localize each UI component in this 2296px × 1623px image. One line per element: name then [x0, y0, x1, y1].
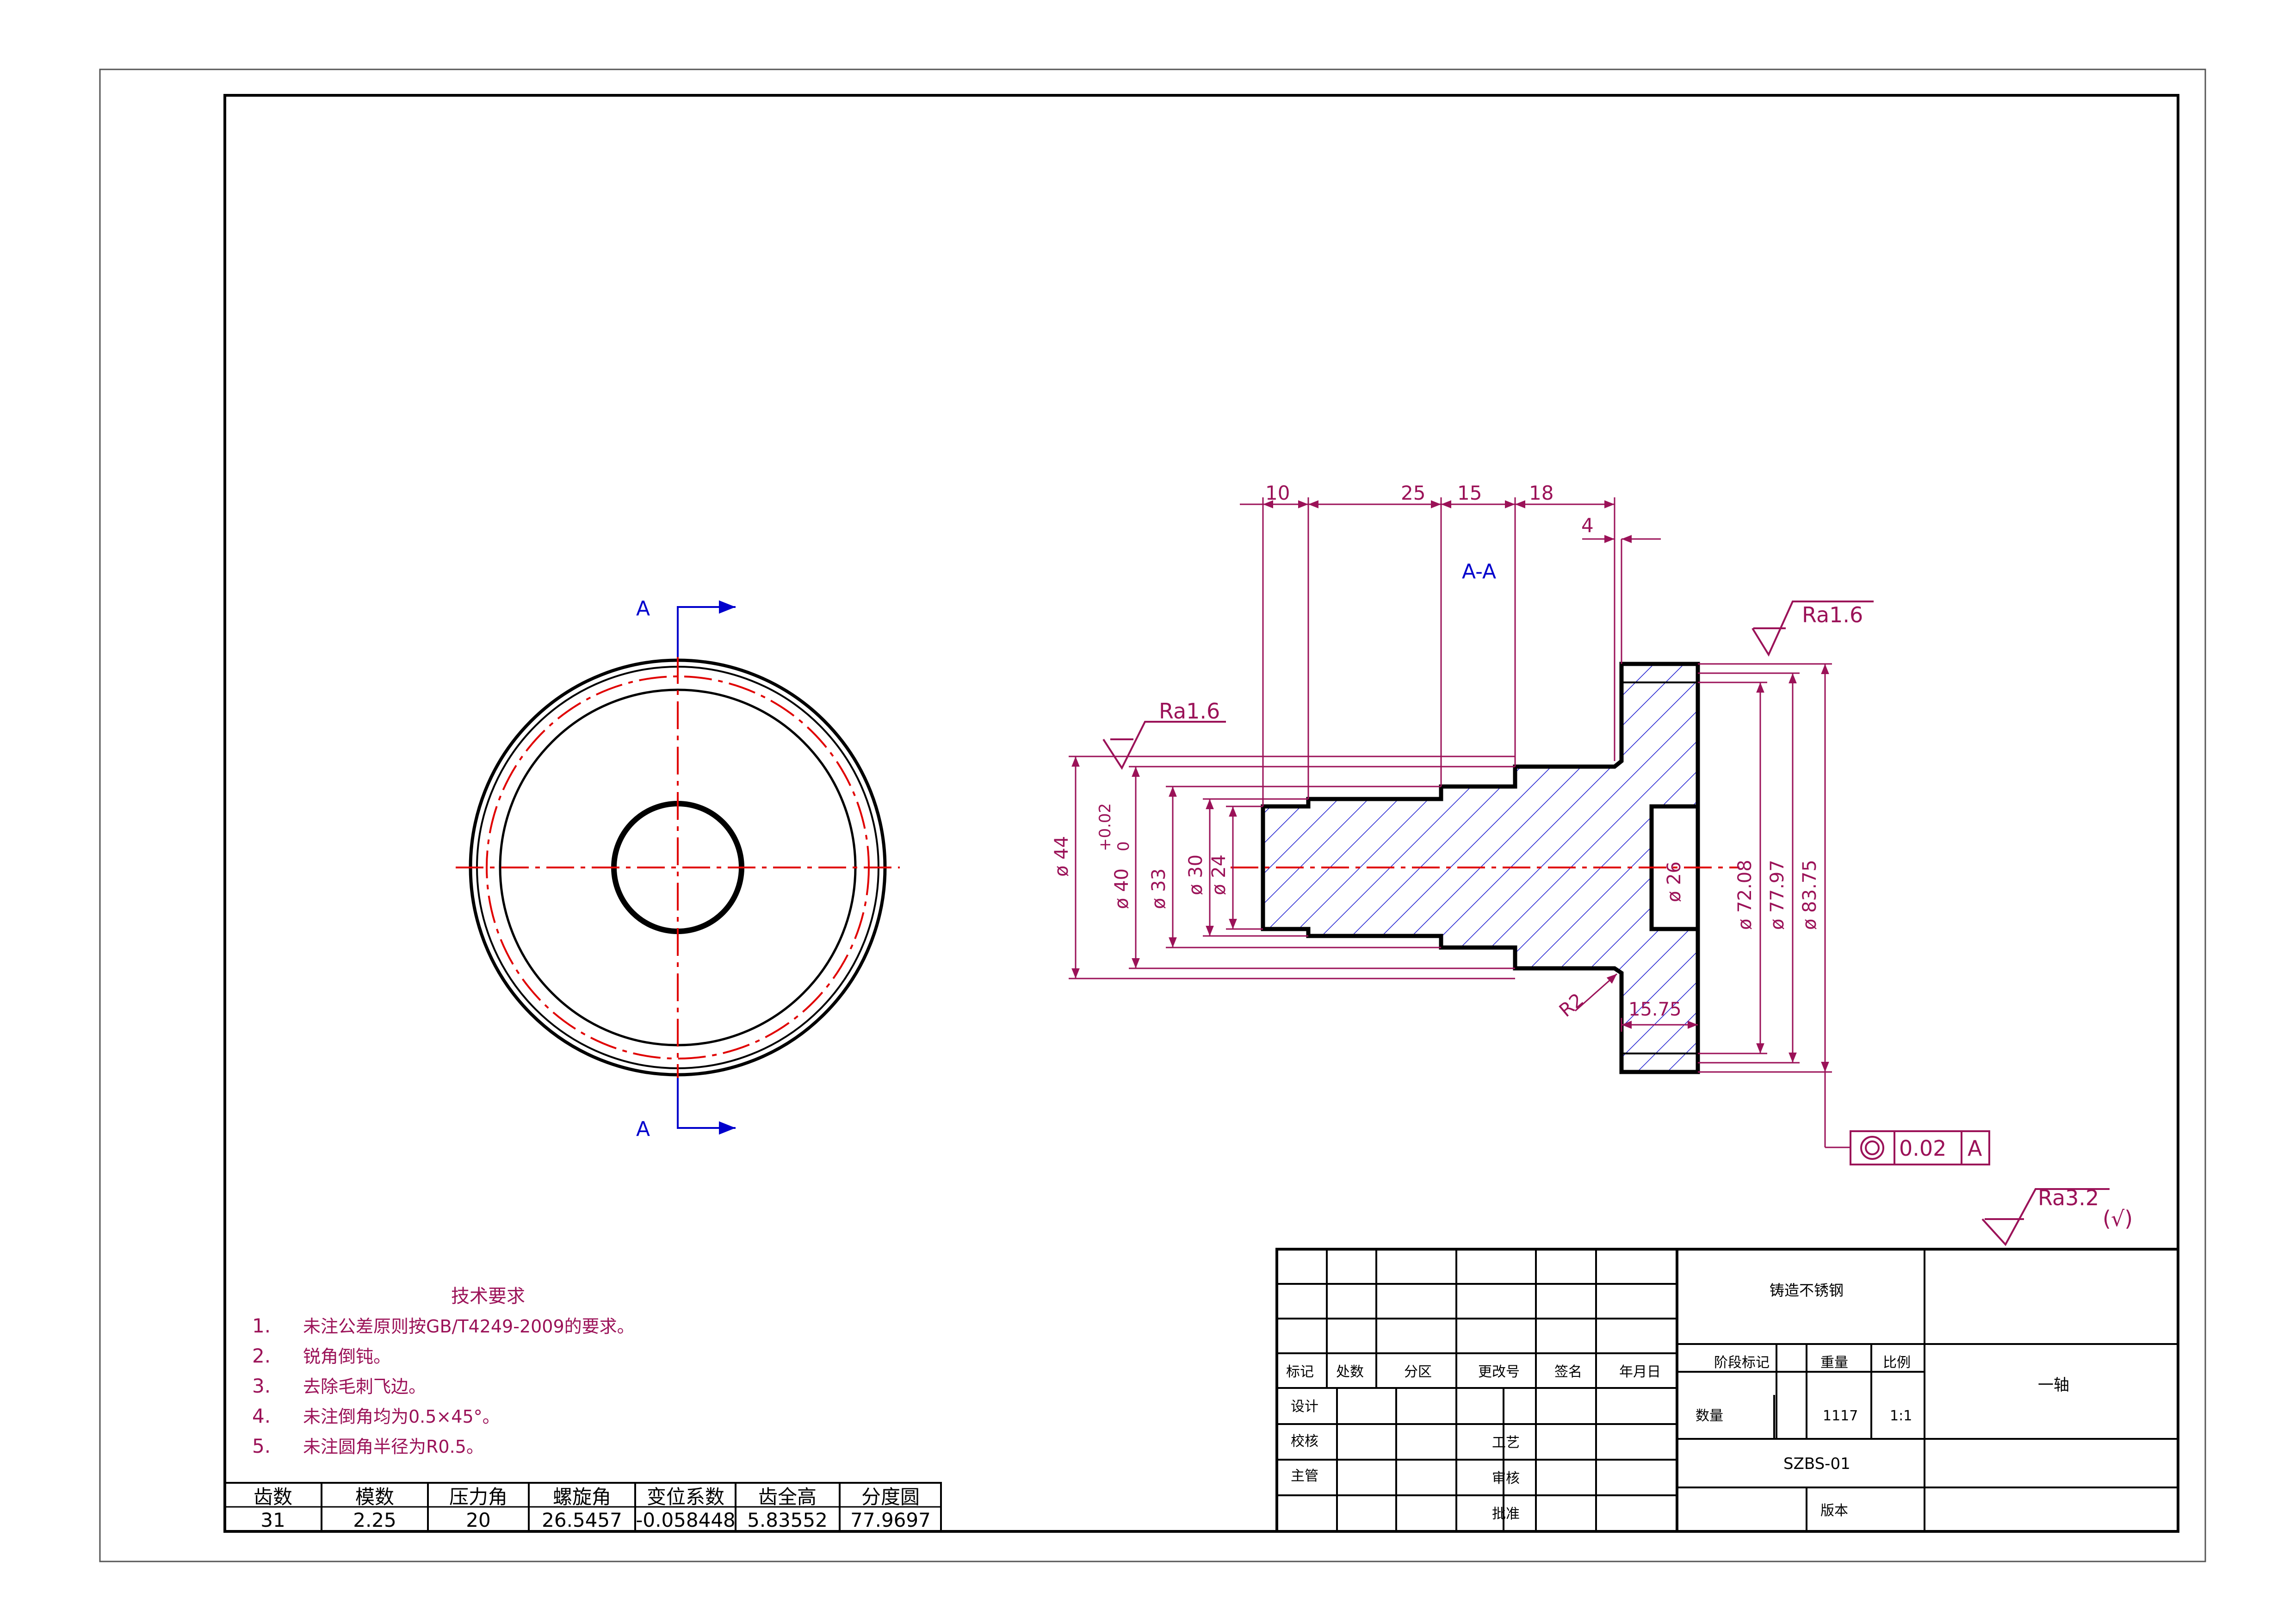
gear-value: 26.5457 — [542, 1509, 622, 1531]
gear-table: 齿数 模数 压力角 螺旋角 变位系数 齿全高 分度圆 31 2.25 20 26… — [224, 1482, 942, 1532]
dim-tol-lower: 0 — [1114, 841, 1133, 851]
req-text: 未注公差原则按GB/T4249-2009的要求。 — [303, 1316, 635, 1337]
req-num: 1. — [252, 1314, 271, 1337]
section-title: A-A — [1462, 560, 1496, 583]
dim-d40: ø 40 — [1111, 868, 1133, 909]
dim-d33: ø 33 — [1148, 868, 1170, 909]
dim-d24: ø 24 — [1208, 855, 1230, 895]
tb-label: 版本 — [1820, 1503, 1848, 1519]
gear-header: 模数 — [355, 1486, 394, 1508]
tb-label: 校核 — [1291, 1433, 1318, 1450]
tb-label: 审核 — [1492, 1470, 1520, 1487]
gear-header: 螺旋角 — [553, 1486, 611, 1508]
tolerance-datum: A — [1968, 1136, 1982, 1161]
tb-label: 阶段标记 — [1714, 1355, 1770, 1371]
cut-label-top: A — [636, 597, 650, 620]
req-num: 2. — [252, 1344, 271, 1367]
roughness-general-suffix: (√) — [2103, 1206, 2133, 1231]
dim-4: 4 — [1581, 514, 1594, 537]
dim-d30: ø 30 — [1185, 855, 1207, 895]
dim-d78: ø 77.97 — [1767, 860, 1788, 930]
cut-marker-top — [677, 600, 736, 657]
gear-value: 5.83552 — [747, 1509, 828, 1531]
tb-label: 分区 — [1404, 1364, 1432, 1380]
req-text: 未注圆角半径为R0.5。 — [303, 1437, 484, 1457]
dim-d72: ø 72.08 — [1734, 860, 1756, 930]
dim-d44: ø 44 — [1051, 836, 1072, 877]
tb-label: 重量 — [1820, 1355, 1848, 1371]
tb-label: 设计 — [1291, 1399, 1318, 1415]
tech-requirements: 技术要求 1. 未注公差原则按GB/T4249-2009的要求。 2. 锐角倒钝… — [252, 1286, 635, 1457]
cut-label-bottom: A — [636, 1117, 650, 1141]
roughness-right: Ra1.6 — [1802, 602, 1863, 627]
gear-value: 20 — [466, 1509, 490, 1531]
tb-label: 工艺 — [1492, 1435, 1520, 1451]
tb-part-name: 一轴 — [2038, 1376, 2069, 1394]
tb-label: 年月日 — [1619, 1364, 1661, 1380]
tb-material: 铸造不锈钢 — [1770, 1282, 1844, 1299]
gear-header: 分度圆 — [861, 1486, 920, 1508]
gear-header: 压力角 — [449, 1486, 507, 1508]
dim-15-75: 15.75 — [1628, 999, 1682, 1020]
gear-value: -0.058448 — [636, 1509, 736, 1531]
tb-label: 签名 — [1554, 1364, 1582, 1380]
dim-d84: ø 83.75 — [1799, 860, 1820, 930]
req-text: 去除毛刺飞边。 — [303, 1376, 426, 1397]
tb-label: 数量 — [1696, 1408, 1723, 1424]
section-view: A-A 10 25 15 18 4 — [1051, 482, 1990, 1165]
gear-value: 77.9697 — [850, 1509, 931, 1531]
tb-label: 更改号 — [1478, 1364, 1520, 1380]
tb-drawing-no: SZBS-01 — [1783, 1455, 1850, 1473]
gear-header: 齿全高 — [758, 1486, 817, 1508]
gear-value: 31 — [260, 1509, 285, 1531]
dim-d26: ø 26 — [1664, 861, 1685, 902]
req-num: 5. — [252, 1435, 271, 1457]
tb-label: 主管 — [1291, 1468, 1318, 1484]
tolerance-value: 0.02 — [1899, 1136, 1946, 1161]
front-view: A A — [456, 597, 900, 1141]
dim-18: 18 — [1529, 482, 1553, 504]
tb-label: 处数 — [1336, 1364, 1364, 1380]
tb-label: 批准 — [1492, 1506, 1520, 1522]
gear-header: 齿数 — [254, 1486, 292, 1508]
dim-tol-upper: +0.02 — [1096, 803, 1114, 851]
title-block: 标记 处数 分区 更改号 签名 年月日 设计 校核 主管 工艺 审核 批准 铸造… — [1275, 1248, 2179, 1533]
dim-10: 10 — [1265, 482, 1290, 504]
roughness-left: Ra1.6 — [1159, 699, 1220, 724]
gear-header: 变位系数 — [647, 1486, 724, 1508]
outer-border — [99, 68, 2206, 1562]
dim-r2: R2 — [1555, 989, 1588, 1021]
dim-25: 25 — [1401, 482, 1425, 504]
tb-scale: 1:1 — [1890, 1408, 1912, 1424]
cut-marker-bottom — [677, 1078, 736, 1135]
tb-label: 比例 — [1883, 1355, 1911, 1371]
bore-circle — [611, 801, 744, 934]
inner-frame — [223, 94, 2179, 1533]
tech-title: 技术要求 — [451, 1286, 525, 1307]
req-num: 3. — [252, 1375, 271, 1397]
req-num: 4. — [252, 1405, 271, 1427]
req-text: 未注倒角均为0.5×45°。 — [303, 1406, 500, 1427]
general-roughness: Ra3.2 (√) — [1981, 1185, 2133, 1246]
dim-15: 15 — [1457, 482, 1482, 504]
tb-label: 标记 — [1286, 1364, 1314, 1380]
tb-weight: 1117 — [1823, 1408, 1858, 1424]
roughness-general: Ra3.2 — [2038, 1185, 2099, 1210]
req-text: 锐角倒钝。 — [303, 1346, 391, 1367]
gear-value: 2.25 — [353, 1509, 396, 1531]
